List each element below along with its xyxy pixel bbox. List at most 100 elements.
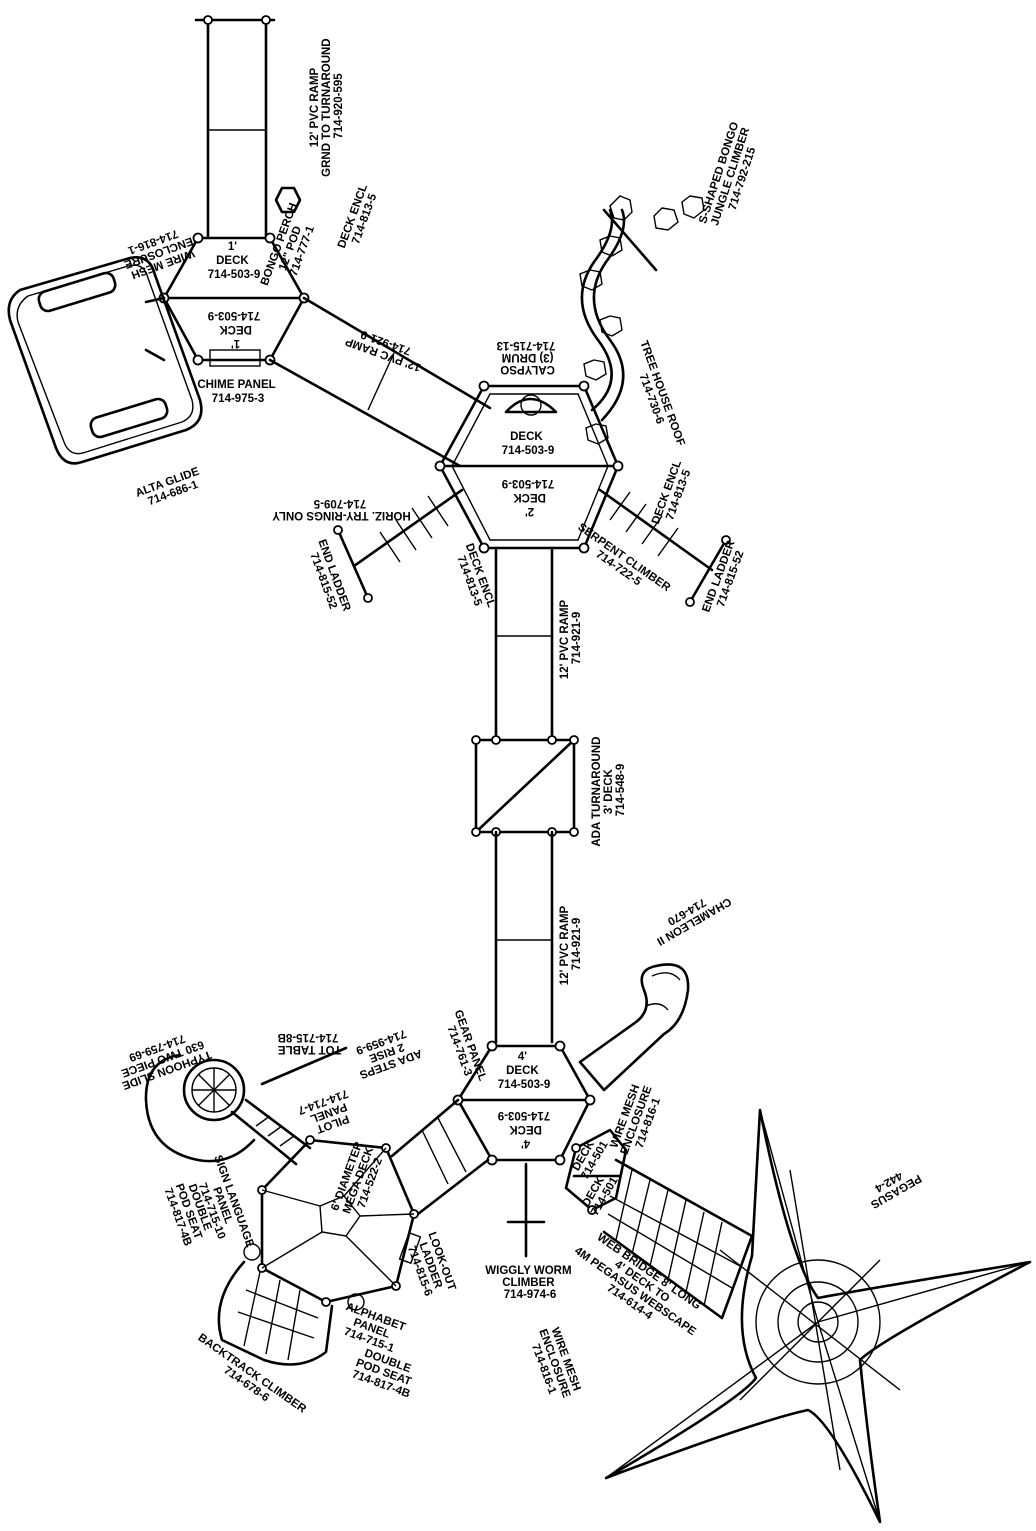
svg-text:6' DIAMETER MEGA DECK: 6' DIAMETER MEGA DECK 714-522-2 xyxy=(329,1137,389,1220)
svg-text:DECK 714-501: DECK 714-501 xyxy=(569,1133,611,1182)
ramp-diag-shape xyxy=(268,296,492,468)
ada-turnaround-shape xyxy=(471,735,579,837)
deck-2b-label: DECK xyxy=(513,491,546,503)
svg-text:TYPHOON SLIDE 630 TWO PI: TYPHOON SLIDE 630 TWO PIECE 714-759-69 xyxy=(109,1025,213,1092)
ramp-mid-1-shape xyxy=(494,546,554,742)
deck-2b-height: 2' xyxy=(525,505,534,517)
svg-text:DECK 714-503-9: DECK 714-503-9 xyxy=(502,431,554,457)
svg-text:WIRE MESH ENCLOSURE: WIRE MESH ENCLOSURE 714-816-1 xyxy=(607,1077,667,1160)
ada-steps-shape xyxy=(390,1098,490,1216)
svg-text:PILOT PANEL 714-71: PILOT PANEL 714-714-7 xyxy=(296,1087,358,1139)
deck-4b-label: DECK xyxy=(509,1123,542,1135)
deck-1a-height: 1' xyxy=(228,241,237,253)
backtrack-climber-label: BACKTRACK CLIMBER xyxy=(196,1332,309,1416)
pegasus-shape xyxy=(604,1108,1032,1524)
deck-4a-part: 714-503-9 xyxy=(498,1079,550,1091)
svg-text:SERPENT CLIMBER 714-722-: SERPENT CLIMBER 714-722-5 xyxy=(569,521,675,606)
ada-turnaround-label: ADA TURNAROUND xyxy=(591,737,603,847)
chameleon-shape xyxy=(578,963,690,1092)
svg-text:PEGASUS 442-4: PEGASUS 442-4 xyxy=(860,1161,923,1212)
tot-table-part: 714-715-8B xyxy=(278,1031,339,1043)
calypso-sub: (3) DRUM xyxy=(502,351,554,363)
svg-text:LOOK-OUT LADDER 71: LOOK-OUT LADDER 714-815-6 xyxy=(403,1230,459,1303)
ramp-top-shape xyxy=(194,15,276,238)
svg-text:12' PVC RAMP 714-921-9: 12' PVC RAMP 714-921-9 xyxy=(341,322,427,373)
wiggly-worm-sub: CLIMBER xyxy=(502,1277,555,1289)
svg-text:HORIZ. TRY-RINGS ONLY 71: HORIZ. TRY-RINGS ONLY 714-709-5 xyxy=(269,497,410,521)
ramp-top-sub: GRND TO TURNAROUND xyxy=(321,38,333,176)
jungle-climber-shape xyxy=(579,195,705,445)
svg-text:CHAMELEON II 714-670: CHAMELEON II 714-670 xyxy=(646,884,733,948)
web-bridge-shape xyxy=(602,1158,754,1320)
typhoon-slide-shape xyxy=(144,1053,312,1166)
deck-4a-label: DECK xyxy=(506,1065,539,1077)
deck-1a-label: DECK xyxy=(216,255,249,267)
wiggly-worm-part: 714-974-6 xyxy=(504,1289,556,1301)
svg-text:TOT TABLE 714-715-8B: TOT TABLE 714-715-8B xyxy=(275,1031,342,1055)
ada-turnaround-sub: 3' DECK xyxy=(603,768,615,814)
deck-1a-part: 714-503-9 xyxy=(208,269,260,281)
wiggly-worm-shape xyxy=(506,1162,546,1258)
ramp-mid-2-shape xyxy=(494,830,554,1044)
wiggly-worm-label: WIGGLY WORM xyxy=(485,1265,571,1277)
horiz-rings-part: 714-709-5 xyxy=(313,497,366,509)
deck-2-shape xyxy=(434,380,624,554)
svg-text:DECK ENCL 714-813-5: DECK ENCL 714-813-5 xyxy=(452,542,499,616)
ladder-left-shape xyxy=(333,488,464,603)
horiz-rings-label: HORIZ. TRY-RINGS ONLY xyxy=(272,509,411,521)
deck-2a-label: DECK xyxy=(510,431,543,443)
svg-text:12' PVC RAMP GRND TO TUR: 12' PVC RAMP GRND TO TURNAROUND 714-920-… xyxy=(309,35,345,177)
svg-text:DECK ENCL 714-813-5: DECK ENCL 714-813-5 xyxy=(650,456,697,530)
deck-4b-height: 4' xyxy=(521,1137,530,1149)
svg-text:WIGGLY WORM CLIMBER: WIGGLY WORM CLIMBER 714-974-6 xyxy=(485,1265,574,1301)
deck-2b-part: 714-503-9 xyxy=(502,477,554,489)
deck-2a-part: 714-503-9 xyxy=(502,445,554,457)
svg-text:4' DECK 714-503-9: 4' DECK 714-503-9 xyxy=(498,1109,550,1149)
svg-text:GEAR PANEL 714-761-3: GEAR PANEL 714-761-3 xyxy=(440,1008,489,1089)
svg-text:ADA STEPS 2 RISE 7: ADA STEPS 2 RISE 714-959-9 xyxy=(347,1024,424,1081)
svg-text:4' DECK 714-503-9: 4' DECK 714-503-9 xyxy=(498,1051,550,1091)
svg-text:BACKTRACK CLIMBER 714-67: BACKTRACK CLIMBER 714-678-6 xyxy=(189,1332,311,1428)
chime-panel-part: 714-975-3 xyxy=(212,393,264,405)
svg-text:DOUBLE POD SEAT 71: DOUBLE POD SEAT 714-817-4B xyxy=(350,1346,420,1401)
ramp-mid-1-label: 12' PVC RAMP xyxy=(559,599,571,679)
deck-1b-part: 714-503-9 xyxy=(208,309,260,321)
svg-text:WEB BRIDGE 8' LONG 4' DE: WEB BRIDGE 8' LONG 4' DECK TO 4M PEGASUS… xyxy=(565,1225,714,1349)
deck-4b-part: 714-503-9 xyxy=(498,1109,550,1121)
svg-text:WIRE MESH ENCLOSURE: WIRE MESH ENCLOSURE 714-816-1 xyxy=(525,1323,585,1406)
svg-text:12' PVC RAMP 714-921-9: 12' PVC RAMP 714-921-9 xyxy=(559,597,583,679)
tot-table-label: TOT TABLE xyxy=(278,1043,342,1055)
svg-text:1' DECK 714-503-9: 1' DECK 714-503-9 xyxy=(208,241,260,281)
ramp-top-label: 12' PVC RAMP xyxy=(309,67,321,147)
ramp-mid-2-part: 714-921-9 xyxy=(571,918,583,970)
tot-table-shape xyxy=(260,1046,348,1086)
svg-text:BONGO PERCH 12" POD: BONGO PERCH 12" POD 714-777-1 xyxy=(259,198,324,295)
ramp-mid-1-part: 714-921-9 xyxy=(571,612,583,664)
bongo-perch-shape xyxy=(274,186,302,214)
small-deck-shape xyxy=(564,1128,628,1215)
svg-text:1' DECK 714-503-9: 1' DECK 714-503-9 xyxy=(208,309,260,349)
chime-panel-label: CHIME PANEL xyxy=(197,379,275,391)
ramp-mid-2-label: 12' PVC RAMP xyxy=(559,905,571,985)
calypso-label: CALYPSO xyxy=(500,363,555,375)
alta-glide-shape xyxy=(7,256,203,465)
svg-text:2' DECK 714-503-9: 2' DECK 714-503-9 xyxy=(502,477,554,517)
svg-text:12' PVC RAMP 714-921-9: 12' PVC RAMP 714-921-9 xyxy=(559,903,583,985)
deck-1b-height: 1' xyxy=(231,337,240,349)
svg-text:ADA TURNAROUND 3' DECK: ADA TURNAROUND 3' DECK 714-548-9 xyxy=(591,733,627,846)
svg-text:WIRE MESH ENCLOSURE: WIRE MESH ENCLOSURE 714-816-1 xyxy=(115,223,198,283)
svg-text:END LADDER 714-815-52: END LADDER 714-815-52 xyxy=(700,536,749,618)
backtrack-climber-shape xyxy=(217,1243,365,1366)
svg-text:CALYPSO (3) DRUM 7: CALYPSO (3) DRUM 714-715-13 xyxy=(497,339,556,375)
svg-text:TREE HOUSE ROOF 714-730-: TREE HOUSE ROOF 714-730-6 xyxy=(626,339,688,455)
svg-text:ALTA GLIDE 714-686-1: ALTA GLIDE 714-686-1 xyxy=(134,465,208,512)
svg-text:CHIME PANEL 714-975-3: CHIME PANEL 714-975-3 xyxy=(197,379,278,405)
ladder-right-shape xyxy=(598,488,731,607)
mega-deck-shape xyxy=(257,1135,422,1307)
deck-4a-height: 4' xyxy=(518,1051,527,1063)
svg-text:S-SHAPED BONGO JUNGLE CL: S-SHAPED BONGO JUNGLE CLIMBER 714-792-21… xyxy=(697,118,765,233)
deck-1b-label: DECK xyxy=(219,323,252,335)
calypso-part: 714-715-13 xyxy=(497,339,556,351)
ramp-top-part: 714-920-595 xyxy=(333,73,345,139)
